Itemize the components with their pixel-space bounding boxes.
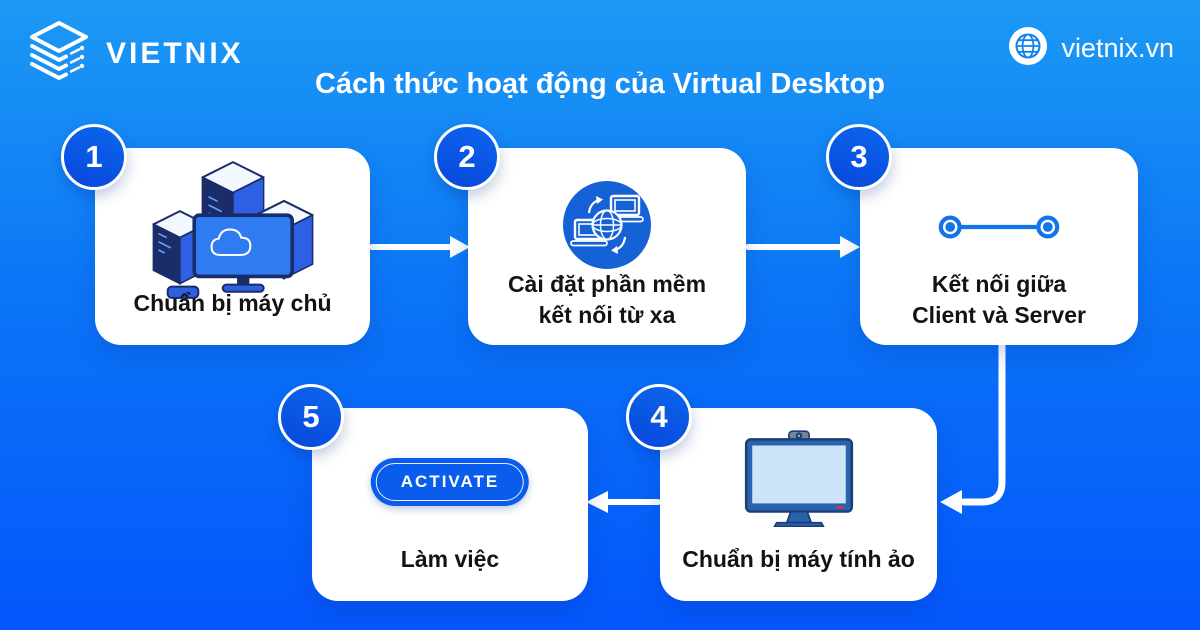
step-card-2: 2 [434,124,746,345]
step-number: 5 [302,399,320,434]
step-card-5: 5 ACTIVATE Làm việc [278,384,588,601]
step-label-4: Chuẩn bị máy tính ảo [682,545,915,572]
virtual-machine-monitor-illustration [660,430,937,527]
step-label-3: Kết nối giữa Client và Server [860,269,1138,331]
step-label-2-line1: Cài đặt phần mềm [507,270,707,297]
step-number: 4 [650,399,668,434]
arrow-step4-to-step5 [586,491,661,513]
step-label-5: Làm việc [400,545,500,572]
vietnix-logo-icon [28,20,92,87]
step-label-1: Chuẩn bị máy chủ [133,289,332,316]
arrow-step1-to-step2 [369,236,470,258]
step-badge-5: 5 [278,384,344,450]
step-label-3-line1: Kết nối giữa [931,270,1067,297]
step-number: 2 [458,139,476,174]
step-number: 1 [85,139,103,174]
step-card-4: 4 Chuẩn bị máy tính ảo [626,384,937,601]
remote-connection-icon [468,180,746,270]
step-number: 3 [850,139,868,174]
brand[interactable]: VIETNIX [28,20,244,87]
step-badge-2: 2 [434,124,500,190]
server-cluster-illustration [95,156,370,304]
arrow-step3-to-step4 [940,340,1006,514]
globe-icon [1008,26,1048,71]
step-badge-1: 1 [61,124,127,190]
page-title: Cách thức hoạt động của Virtual Desktop [315,68,885,100]
step-label-2-line2: kết nối từ xa [538,301,676,328]
activate-button[interactable]: ACTIVATE [370,458,530,506]
brand-name: VIETNIX [106,36,244,70]
client-server-link-icon [860,210,1138,244]
step-card-3: 3 Kết nối giữa Client và Server [826,124,1138,345]
activate-button-label: ACTIVATE [375,463,525,501]
step-badge-4: 4 [626,384,692,450]
step-label-2: Cài đặt phần mềm kết nối từ xa [468,269,746,331]
website-link[interactable]: vietnix.vn [1008,26,1174,71]
website-url: vietnix.vn [1061,33,1174,63]
step-card-1: 1 [61,124,370,345]
step-badge-3: 3 [826,124,892,190]
arrow-step2-to-step3 [745,236,860,258]
step-label-3-line2: Client và Server [912,301,1086,328]
